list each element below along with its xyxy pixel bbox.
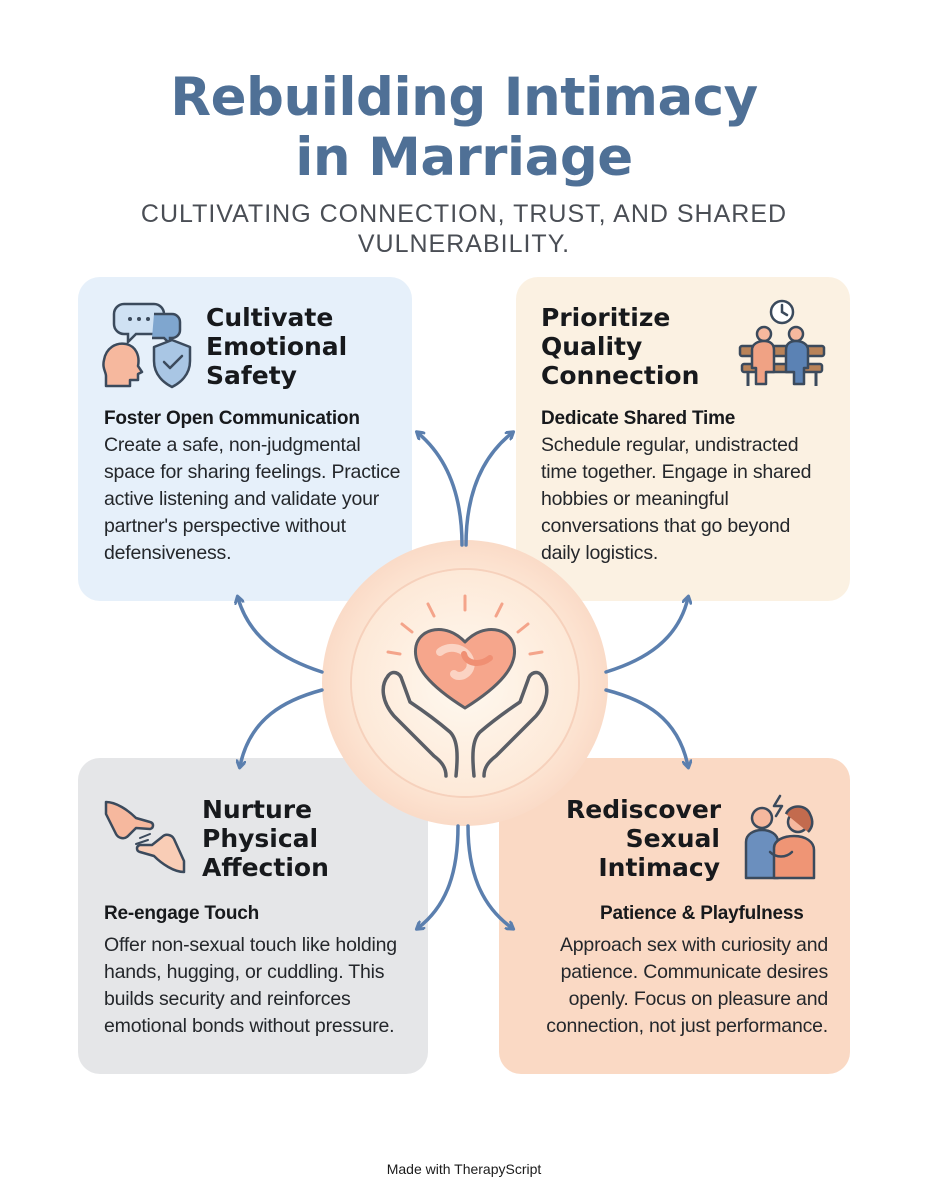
card-title-emotional-safety: Cultivate Emotional Safety — [206, 303, 347, 390]
card-title-quality-connection: Prioritize Quality Connection — [541, 303, 699, 390]
arrow-up-left — [418, 433, 464, 547]
card-subtitle-emotional-safety: Foster Open Communication — [104, 408, 360, 429]
card-body-physical-affection: Offer non-sexual touch like holding hand… — [104, 934, 397, 1037]
card-body-quality-connection: Schedule regular, undistracted time toge… — [541, 434, 812, 564]
embracing-couple-spark-icon — [744, 794, 816, 880]
card-body-sexual-intimacy: Approach sex with curiosity and patience… — [546, 934, 828, 1037]
card-subtitle-sexual-intimacy: Patience & Playfulness — [600, 903, 804, 924]
heart-in-hands-icon — [381, 594, 549, 778]
card-title-line: Rediscover — [566, 795, 722, 824]
card-body-emotional-safety: Create a safe, non-judgmental space for … — [104, 434, 401, 564]
arrow-up-right — [464, 433, 512, 547]
card-title-line: Prioritize — [541, 303, 671, 332]
card-title-line: Cultivate — [206, 303, 334, 332]
page-title: Rebuilding Intimacy in Marriage — [0, 68, 928, 188]
card-title-line: Emotional — [206, 332, 348, 361]
card-title-line: Sexual — [625, 824, 720, 853]
arrow-right-up — [604, 598, 688, 674]
card-title-line: Affection — [202, 853, 329, 882]
card-title-physical-affection: Nurture Physical Affection — [202, 795, 329, 882]
arrow-left-up — [238, 598, 324, 674]
card-title-line: Physical — [202, 824, 319, 853]
card-title-line: Safety — [206, 361, 297, 390]
arrow-right-down — [604, 688, 688, 766]
arrow-left-down — [240, 688, 324, 766]
card-title-sexual-intimacy: Rediscover Sexual Intimacy — [566, 795, 722, 882]
speech-bubbles-head-shield-icon — [102, 302, 192, 389]
card-title-line: Intimacy — [598, 853, 720, 882]
card-title-line: Quality — [541, 332, 643, 361]
card-physical-affection — [78, 758, 428, 1074]
title-line-1: Rebuilding Intimacy — [170, 67, 758, 128]
page-subtitle: CULTIVATING CONNECTION, TRUST, AND SHARE… — [140, 200, 788, 258]
title-line-2: in Marriage — [295, 127, 633, 188]
card-subtitle-quality-connection: Dedicate Shared Time — [541, 408, 736, 429]
card-subtitle-physical-affection: Re-engage Touch — [104, 903, 259, 924]
card-title-line: Connection — [541, 361, 700, 390]
holding-hands-icon — [104, 800, 186, 874]
arrow-down-left — [418, 824, 460, 928]
footer-credit: Made with TherapyScript — [386, 1161, 542, 1177]
arrow-down-right — [466, 824, 512, 928]
couple-on-bench-clock-icon — [738, 299, 826, 386]
card-title-line: Nurture — [202, 795, 313, 824]
